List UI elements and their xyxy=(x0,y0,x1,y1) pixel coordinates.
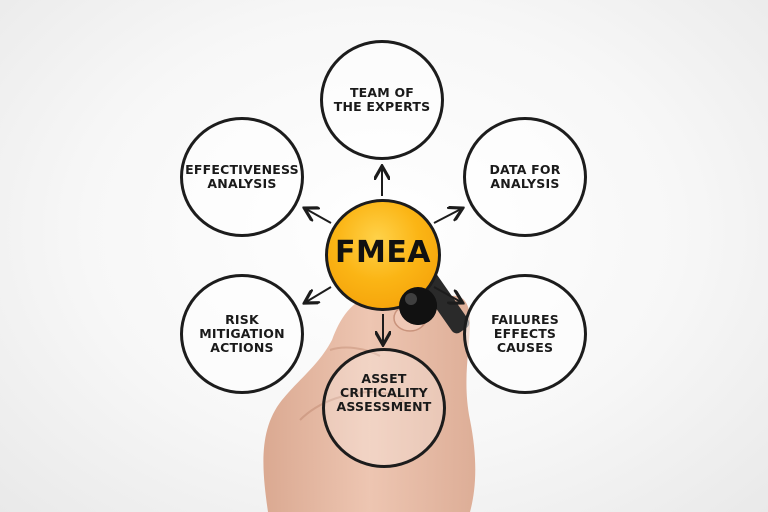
arrow-to-risk xyxy=(306,286,332,302)
node-effectiveness-analysis: EFFECTIVENESS ANALYSIS xyxy=(180,117,304,237)
node-label: ASSET CRITICALITY ASSESSMENT xyxy=(336,371,432,414)
node-label: FAILURES EFFECTS CAUSES xyxy=(491,312,559,355)
node-team-of-the-experts: TEAM OF THE EXPERTS xyxy=(320,40,444,160)
node-label: RISK MITIGATION ACTIONS xyxy=(199,312,285,355)
node-label: TEAM OF THE EXPERTS xyxy=(333,85,431,114)
center-label: FMEA xyxy=(334,234,432,270)
arrow-to-data xyxy=(433,209,461,224)
node-label: EFFECTIVENESS ANALYSIS xyxy=(185,162,299,191)
node-failures-effects-causes: FAILURES EFFECTS CAUSES xyxy=(463,274,587,394)
arrow-to-failures xyxy=(433,286,461,302)
node-asset-criticality-assessment: ASSET CRITICALITY ASSESSMENT xyxy=(322,348,446,468)
center-node-fmea: FMEA xyxy=(325,199,441,311)
arrow-to-effectiveness xyxy=(306,209,332,224)
node-risk-mitigation-actions: RISK MITIGATION ACTIONS xyxy=(180,274,304,394)
node-label: DATA FOR ANALYSIS xyxy=(489,162,561,191)
node-data-for-analysis: DATA FOR ANALYSIS xyxy=(463,117,587,237)
